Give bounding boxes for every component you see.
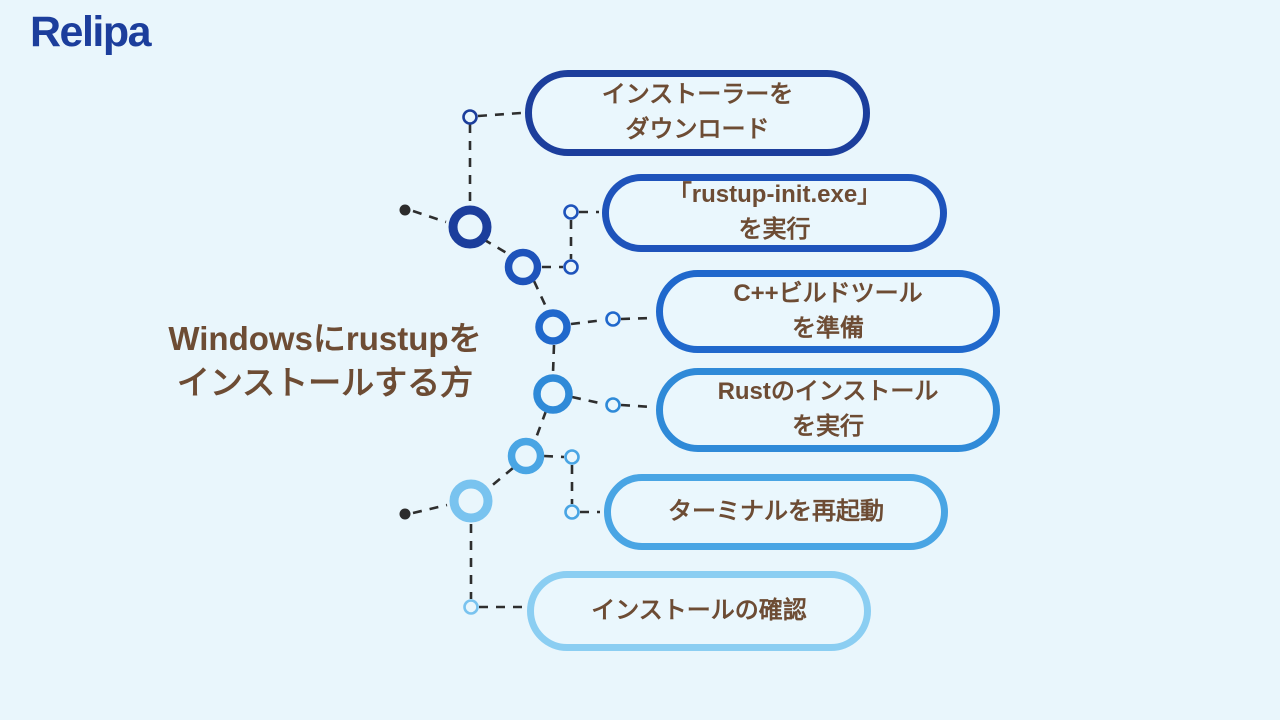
step-box-5: ターミナルを再起動 xyxy=(604,474,948,550)
step-4-line1: Rustのインストール xyxy=(717,378,939,406)
connector-dot-box4 xyxy=(605,397,621,413)
step-box-1: インストーラーを ダウンロード xyxy=(525,70,870,156)
dashed-line-node4-dot4 xyxy=(571,395,605,406)
dashed-line-node4-node5 xyxy=(534,410,548,439)
step-box-3: C++ビルドツール を準備 xyxy=(656,270,1000,353)
connector-dot-box3 xyxy=(605,311,621,327)
node-circle-5 xyxy=(507,437,545,475)
dashed-line-node5-node6 xyxy=(488,467,514,489)
node-circle-6 xyxy=(449,479,493,523)
dashed-line-node2-node3 xyxy=(532,280,549,310)
step-1-line1: インストーラーを xyxy=(601,81,794,109)
dashed-line-to-box4 xyxy=(620,403,653,409)
step-1-line2: ダウンロード xyxy=(625,116,770,143)
endpoint-dot-1 xyxy=(399,204,411,216)
step-box-4: Rustのインストール を実行 xyxy=(656,368,1000,452)
brand-logo: Relipa xyxy=(30,8,152,56)
diagram-title-line2: インストールする方 xyxy=(176,363,474,401)
step-3-line1: C++ビルドツール xyxy=(733,279,923,307)
dashed-line-to-box3 xyxy=(620,316,653,321)
node-circle-4 xyxy=(533,374,573,414)
endpoint-dot-2 xyxy=(399,508,411,520)
node-circle-2 xyxy=(504,248,542,286)
dashed-line-node1-node2 xyxy=(482,237,511,257)
dashed-line-node5-elbow xyxy=(543,454,565,459)
connector-dot-elbow2 xyxy=(563,259,579,275)
connector-dot-elbow5 xyxy=(564,449,580,465)
dashed-line-to-box1 xyxy=(477,111,522,118)
node-circle-1 xyxy=(448,205,492,249)
dashed-line-dot2-node6 xyxy=(412,503,448,515)
dashed-line-node3-dot3 xyxy=(570,318,605,326)
diagram-title-line1: Windowsにrustupを xyxy=(168,320,482,357)
connector-dot-box1 xyxy=(462,109,478,125)
step-box-2: 「rustup-init.exe」 を実行 xyxy=(602,174,947,252)
dashed-line-node3-node4 xyxy=(551,344,556,374)
step-4-line2: を実行 xyxy=(792,413,864,440)
dashed-line-dot1-node1 xyxy=(412,209,447,224)
connector-dot-box6 xyxy=(463,599,479,615)
step-5-line1: ターミナルを再起動 xyxy=(668,497,884,525)
node-circle-3 xyxy=(535,309,571,345)
diagram-title: Windowsにrustupを インストールする方 xyxy=(110,317,540,404)
step-2-line1: 「rustup-init.exe」 xyxy=(667,181,882,209)
step-6-line1: インストールの確認 xyxy=(591,596,807,624)
connector-dot-box5 xyxy=(564,504,580,520)
step-2-line2: を実行 xyxy=(738,216,811,243)
step-3-line2: を準備 xyxy=(792,314,864,342)
step-box-6: インストールの確認 xyxy=(527,571,871,651)
connector-dot-box2 xyxy=(563,204,579,220)
